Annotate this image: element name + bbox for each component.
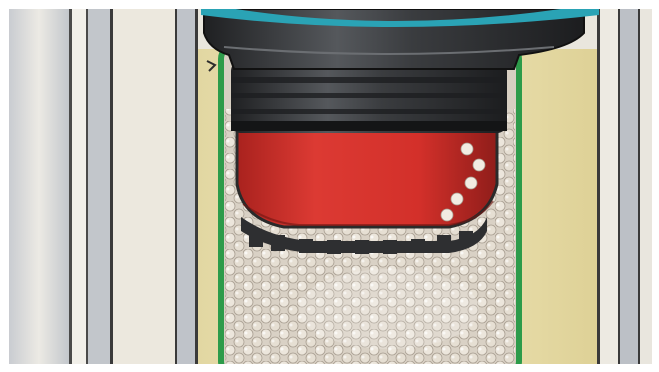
filter-illustration <box>9 9 652 364</box>
right-wall <box>597 9 652 364</box>
left-wall <box>9 9 198 364</box>
red-cartridge <box>237 127 497 227</box>
upper-cap <box>231 61 507 133</box>
